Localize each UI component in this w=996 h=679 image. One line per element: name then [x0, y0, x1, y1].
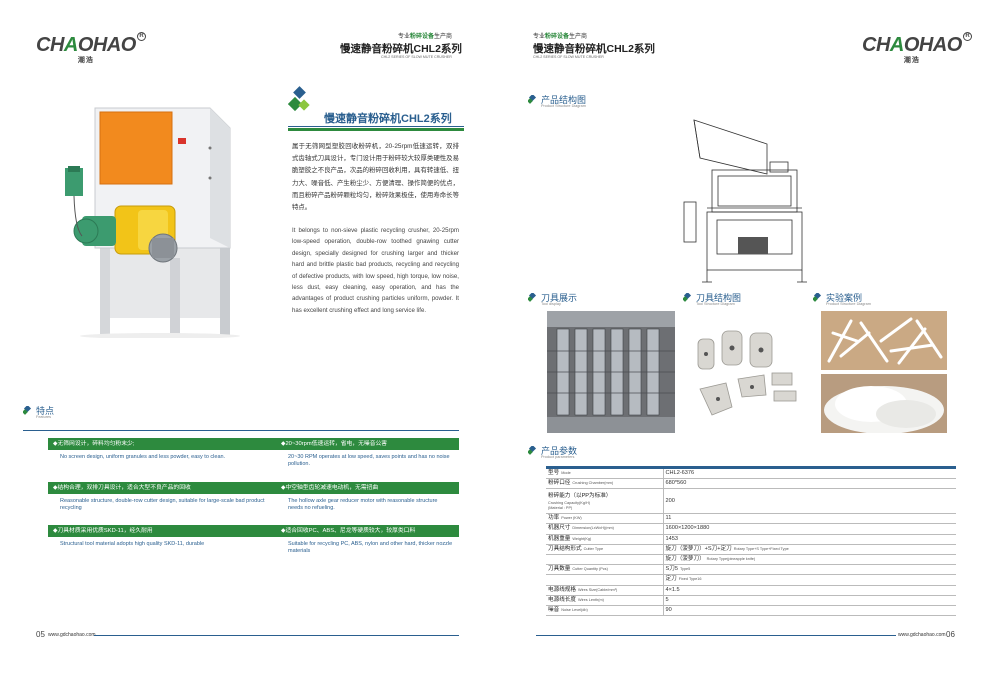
features-diamond-icon [23, 406, 32, 415]
case-photo-granules [821, 374, 947, 433]
structure-diamond-icon [528, 95, 537, 104]
param-value: 5 [662, 595, 956, 606]
cases-heading: 实验案例 Product Structure Diagram [813, 291, 933, 311]
footer-line-right [536, 635, 896, 636]
header-subtitle-left: CHL2 SERIES OF SLOW MUTE CRUSHER [381, 55, 452, 59]
param-value: 1600×1200×1880 [662, 523, 956, 535]
tool-structure-diamond-icon [683, 293, 692, 302]
crusher-machine-photo [65, 107, 240, 338]
header-title-left: 慢速静音粉碎机CHL2系列 [340, 43, 462, 55]
case-photo-chips [821, 311, 947, 370]
param-value: 1453 [662, 534, 956, 545]
param-value: 200 [662, 488, 956, 515]
structure-heading: 产品结构图 Product Structure Diagram [528, 93, 648, 113]
header-title-right: 慢速静音粉碎机CHL2系列 [533, 43, 655, 55]
intro-divider [288, 126, 464, 127]
intro-en-text: It belongs to non-sieve plastic recyclin… [292, 227, 459, 314]
page-number-right: 06 [946, 630, 955, 639]
features-divider [23, 430, 459, 431]
brand-logo-left: CHAOHAO R 潮浩 [36, 32, 146, 65]
footer-url-left[interactable]: www.gdchaohao.com [48, 632, 96, 638]
feature-item: ◆20~30rpm低速运转，省电，无噪音公害 20~30 RPM operate… [276, 438, 459, 468]
param-value: 11 [662, 513, 956, 525]
features-heading: 特点 Features [23, 404, 83, 424]
cases-diamond-icon [813, 293, 822, 302]
feature-item: ◆无筛网设计，碎料均匀粉末少; No screen design, unifor… [48, 438, 276, 461]
intro-title: 慢速静音粉碎机CHL2系列 [324, 113, 452, 125]
tool-display-photo [547, 311, 675, 433]
param-value: 680*560 [662, 478, 956, 490]
feature-item: ◆中空轴型齿轮减速电动机，无需扭曲 The hollow axle gear r… [276, 482, 459, 512]
brand-logo-right: CHAOHAO R 潮浩 [862, 32, 972, 65]
table-row: 旋刀（菠萝刀）Rotary Type(pineapple knife) [546, 554, 956, 566]
param-value: 旋刀（菠萝刀）Rotary Type(pineapple knife) [662, 554, 956, 566]
intro-diamond-icon [288, 86, 310, 112]
header-subtitle-right: CHL2 SERIES OF SLOW MUTE CRUSHER [533, 55, 604, 59]
param-label: 粉碎能力（以PP为标准）Crushing Capacity(Kg/H)(Mate… [546, 488, 663, 515]
tool-structure-photo [680, 311, 808, 433]
tool-structure-heading: 刀具结构图 Tool Structure Diagram [683, 291, 793, 311]
structure-diagram [683, 119, 807, 283]
footer-line-left [94, 635, 459, 636]
page-number-left: 05 [36, 630, 45, 639]
intro-cn-text: 属于无筛网型塑胶回收粉碎机，20-25rpm低速运转，双排式齿轴式刀具设计，专门… [292, 143, 459, 212]
tool-diamond-icon [528, 293, 537, 302]
param-value: CHL2-6376 [662, 466, 956, 479]
param-value: 4×1.5 [662, 585, 956, 596]
header-tag-left: 专业粉碎设备生产商 [398, 34, 453, 40]
tool-display-heading: 刀具展示 Tool display [528, 291, 628, 311]
footer-url-right[interactable]: www.gdchaohao.com [898, 632, 946, 638]
feature-item: ◆刀具材质采用优质SKD-11，经久耐用 Structural tool mat… [48, 525, 276, 548]
feature-item: ◆适合回收PC、ABS、尼龙等硬质较大，较厚类口料 Suitable for r… [276, 525, 459, 555]
param-value: 90 [662, 605, 956, 617]
table-row: 粉碎能力（以PP为标准）Crushing Capacity(Kg/H)(Mate… [546, 488, 956, 515]
params-heading: 产品参数 Product parameters [528, 444, 648, 464]
intro-divider-accent [288, 128, 464, 131]
param-label [546, 554, 663, 566]
param-label [546, 574, 663, 586]
params-diamond-icon [528, 446, 537, 455]
feature-item: ◆结构合理，双排刀具设计，适合大型不良产品的回收 Reasonable stru… [48, 482, 276, 512]
header-tag-right: 专业粉碎设备生产商 [533, 34, 588, 40]
